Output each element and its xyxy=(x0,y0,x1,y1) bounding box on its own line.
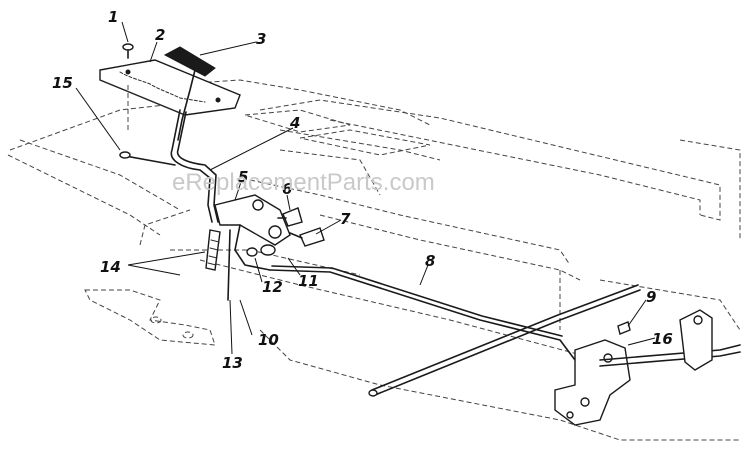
callout-11: 11 xyxy=(298,272,319,290)
callout-3: 3 xyxy=(256,30,266,48)
callout-2: 2 xyxy=(155,26,165,44)
leader-lines xyxy=(75,21,656,355)
callout-16: 16 xyxy=(652,330,673,348)
callout-4: 4 xyxy=(289,114,300,132)
right-bracket xyxy=(554,309,741,426)
callout-9: 9 xyxy=(646,288,656,306)
callouts: 1 2 3 4 5 6 7 8 9 10 11 12 13 14 15 16 xyxy=(52,8,673,372)
callout-6: 6 xyxy=(282,180,292,198)
cross-rod xyxy=(368,284,641,397)
watermark: eReplacementParts.com xyxy=(172,169,435,196)
callout-8: 8 xyxy=(425,252,435,270)
shift-knob xyxy=(163,46,216,141)
callout-15: 15 xyxy=(52,74,73,92)
screw xyxy=(122,43,134,59)
callout-12: 12 xyxy=(262,278,283,296)
callout-13: 13 xyxy=(222,354,243,372)
shift-plate xyxy=(99,59,241,116)
shift-lever xyxy=(119,85,219,223)
control-rod xyxy=(269,265,576,361)
callout-14: 14 xyxy=(100,258,121,276)
callout-7: 7 xyxy=(340,210,351,228)
callout-10: 10 xyxy=(258,331,279,349)
lower-bracket xyxy=(84,289,216,346)
callout-1: 1 xyxy=(108,8,118,26)
callout-5: 5 xyxy=(238,168,248,186)
linkage-cluster xyxy=(205,194,325,301)
